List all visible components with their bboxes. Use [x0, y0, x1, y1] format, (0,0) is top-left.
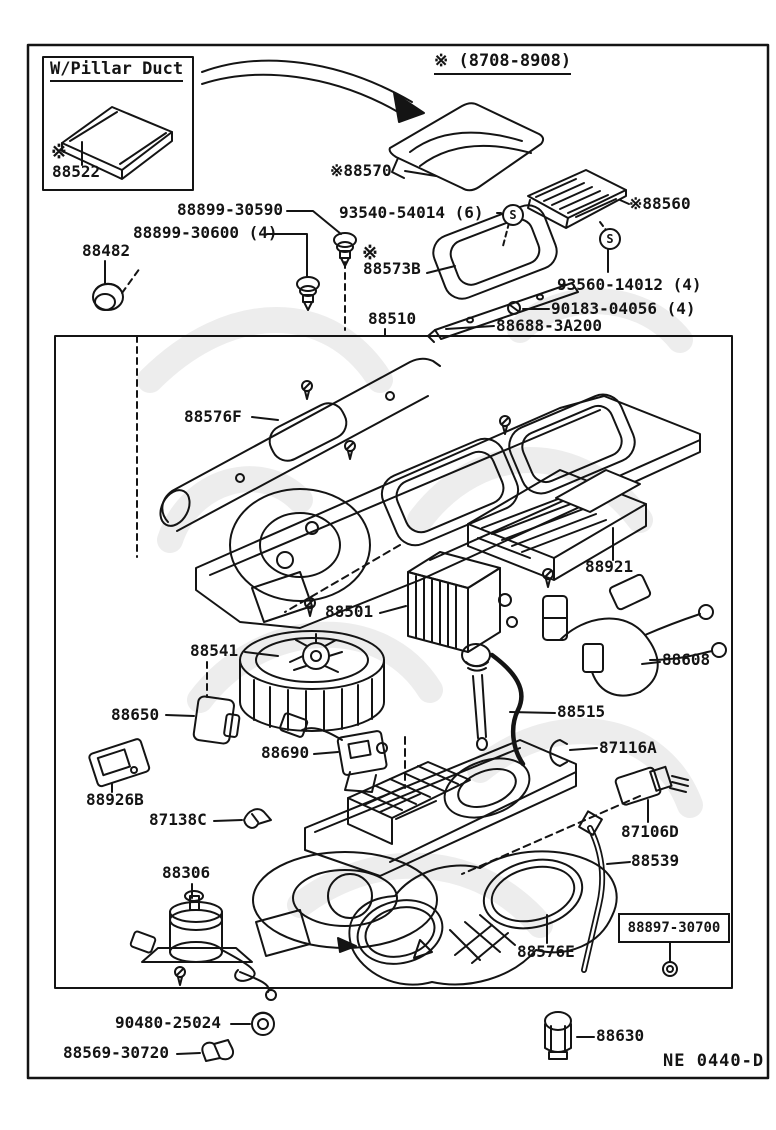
part-88482-drawing [92, 260, 141, 558]
part-88515-drawing [461, 643, 556, 767]
part-88921-drawing [467, 469, 647, 581]
part-label-93540: 93540-54014 (6) [339, 203, 484, 222]
watermark-pattern [137, 288, 703, 938]
part-87138C-drawing [213, 808, 272, 829]
part-label-93560: 93560-14012 (4) [557, 275, 702, 294]
part-88576F-drawing [159, 357, 441, 532]
date-range-note: ※ (8708-8908) [434, 53, 572, 75]
part-88560-drawing [527, 169, 630, 273]
part-label-88576E: 88576E [517, 942, 575, 961]
part-90480-drawing [230, 1011, 275, 1036]
part-87106D-drawing [614, 765, 689, 823]
part-label-90183: 90183-04056 (4) [551, 299, 696, 318]
part-label-88899-30600: 88899-30600 (4) [133, 223, 278, 242]
part-label-90480: 90480-25024 [115, 1013, 221, 1032]
part-label-88921: 88921 [585, 557, 634, 576]
pointer-arrow [201, 59, 425, 123]
part-88569-drawing [176, 1039, 234, 1062]
part-label-87138C: 87138C [149, 810, 207, 829]
standard-part-symbol-right: S [599, 228, 621, 250]
part-label-87116A: 87116A [599, 738, 657, 757]
assembly-box-border [54, 335, 733, 989]
part-88501-drawing [284, 544, 518, 653]
part-label-88576F: 88576F [184, 407, 242, 426]
part-88899-30600-drawing [266, 233, 320, 311]
part-label-88501: 88501 [325, 602, 374, 621]
blower-scroll-case-drawing [252, 851, 438, 959]
part-88306-drawing [129, 883, 277, 1001]
part-label-88650: 88650 [111, 705, 160, 724]
part-label-88899-30590: 88899-30590 [177, 200, 283, 219]
part-88541-drawing [206, 630, 385, 732]
standard-part-symbol-letter: S [509, 208, 517, 222]
part-label-88926B: 88926B [86, 790, 144, 809]
part-88899-30590-drawing [286, 210, 357, 331]
part-88926B-drawing [88, 738, 151, 793]
part-90183-drawing [507, 301, 550, 315]
part-label-88570: ※88570 [330, 161, 392, 180]
part-label-88515: 88515 [557, 702, 606, 721]
part-88650-drawing [165, 695, 241, 745]
part-88630-drawing [544, 1011, 595, 1060]
inset-box-border [42, 56, 194, 191]
part-label-88573B: 88573B [363, 259, 421, 278]
inset-title: W/Pillar Duct [50, 61, 184, 82]
part-93540-leader [496, 212, 510, 247]
part-label-88510: 88510 [368, 309, 417, 328]
part-label-88897: 88897-30700 [627, 920, 721, 936]
diagram-code: NE 0440-D [663, 1051, 765, 1071]
heater-lower-case-drawing [304, 739, 577, 953]
part-label-88569: 88569-30720 [63, 1043, 169, 1062]
part-label-88560: ※88560 [629, 194, 691, 213]
part-label-88630: 88630 [596, 1026, 645, 1045]
part-label-88522: 88522 [52, 162, 101, 181]
standard-part-symbol-letter: S [606, 232, 614, 246]
part-label-88539: 88539 [631, 851, 680, 870]
part-label-88482: 88482 [82, 241, 131, 260]
page-border [26, 43, 770, 1080]
part-88688-drawing [427, 282, 579, 343]
part-label-87106D: 87106D [621, 822, 679, 841]
part-88576E-drawing [348, 850, 618, 986]
part-label-88688: 88688-3A200 [496, 316, 602, 335]
part-label-box-88897: 88897-30700 [618, 913, 730, 943]
reference-mark-88522: ※ [51, 141, 67, 163]
part-88570-drawing [388, 102, 545, 192]
part-label-88690: 88690 [261, 743, 310, 762]
reference-mark-88573B: ※ [362, 242, 378, 264]
part-label-88608: 88608 [662, 650, 711, 669]
part-88690-drawing [279, 712, 388, 793]
part-88522-drawing [61, 106, 173, 180]
part-88897-drawing [662, 938, 678, 977]
part-label-88306: 88306 [162, 863, 211, 882]
part-88608-drawing [542, 573, 727, 697]
standard-part-symbol-top: S [502, 204, 524, 226]
part-label-88541: 88541 [190, 641, 239, 660]
part-88573B-drawing [426, 204, 558, 300]
